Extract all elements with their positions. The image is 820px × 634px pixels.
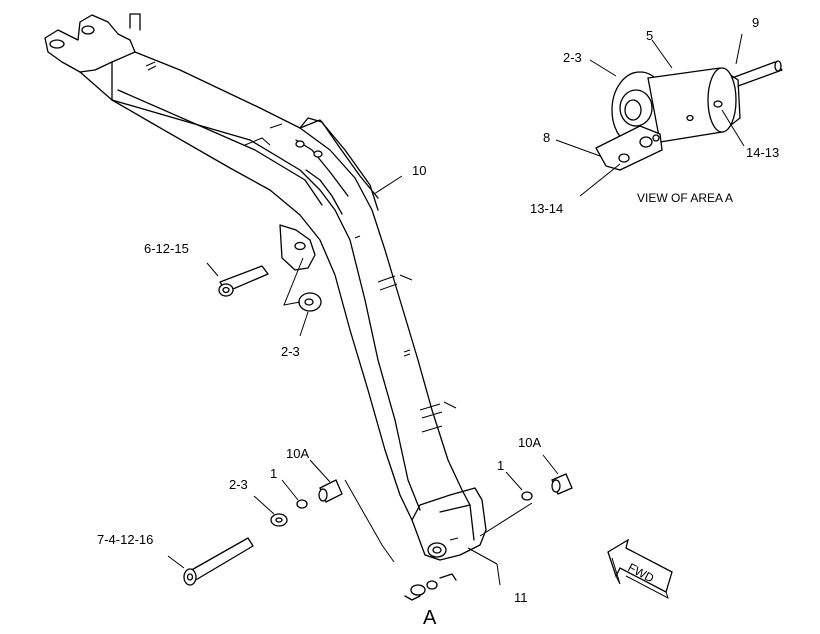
detail-view-area-a [555, 33, 783, 197]
detail-caption: VIEW OF AREA A [637, 191, 733, 205]
label-part-1-right: 1 [497, 458, 504, 473]
washer-2-3-low [253, 495, 288, 527]
label-detail-2-3: 2-3 [563, 50, 582, 65]
label-part-10: 10 [412, 163, 426, 178]
shim-1-right [505, 471, 533, 501]
label-detail-14-13: 14-13 [746, 145, 779, 160]
boom-arm [44, 13, 487, 561]
label-detail-8: 8 [543, 130, 550, 145]
label-detail-9: 9 [752, 15, 759, 30]
bushing-10a-left [309, 459, 343, 503]
bushing-10a-right [542, 454, 573, 495]
label-area-a: A [423, 607, 437, 629]
label-part-6-12-15: 6-12-15 [144, 241, 189, 256]
bolt-assembly-a [404, 573, 457, 601]
label-part-10a-left: 10A [286, 446, 309, 461]
label-part-1-left: 1 [270, 466, 277, 481]
shim-1-left [281, 479, 308, 509]
pin-7-4-12-16 [167, 537, 254, 586]
label-part-2-3-low: 2-3 [229, 477, 248, 492]
label-part-2-3-mid: 2-3 [281, 344, 300, 359]
pin-6-12-15 [206, 262, 269, 297]
washer-2-3-mid [283, 257, 322, 337]
label-part-10a-right: 10A [518, 435, 541, 450]
label-detail-13-14: 13-14 [530, 201, 563, 216]
label-detail-5: 5 [646, 28, 653, 43]
label-part-11: 11 [514, 590, 528, 605]
fwd-arrow-icon: FWD [607, 538, 673, 600]
label-part-7-4-12-16: 7-4-12-16 [97, 532, 153, 547]
